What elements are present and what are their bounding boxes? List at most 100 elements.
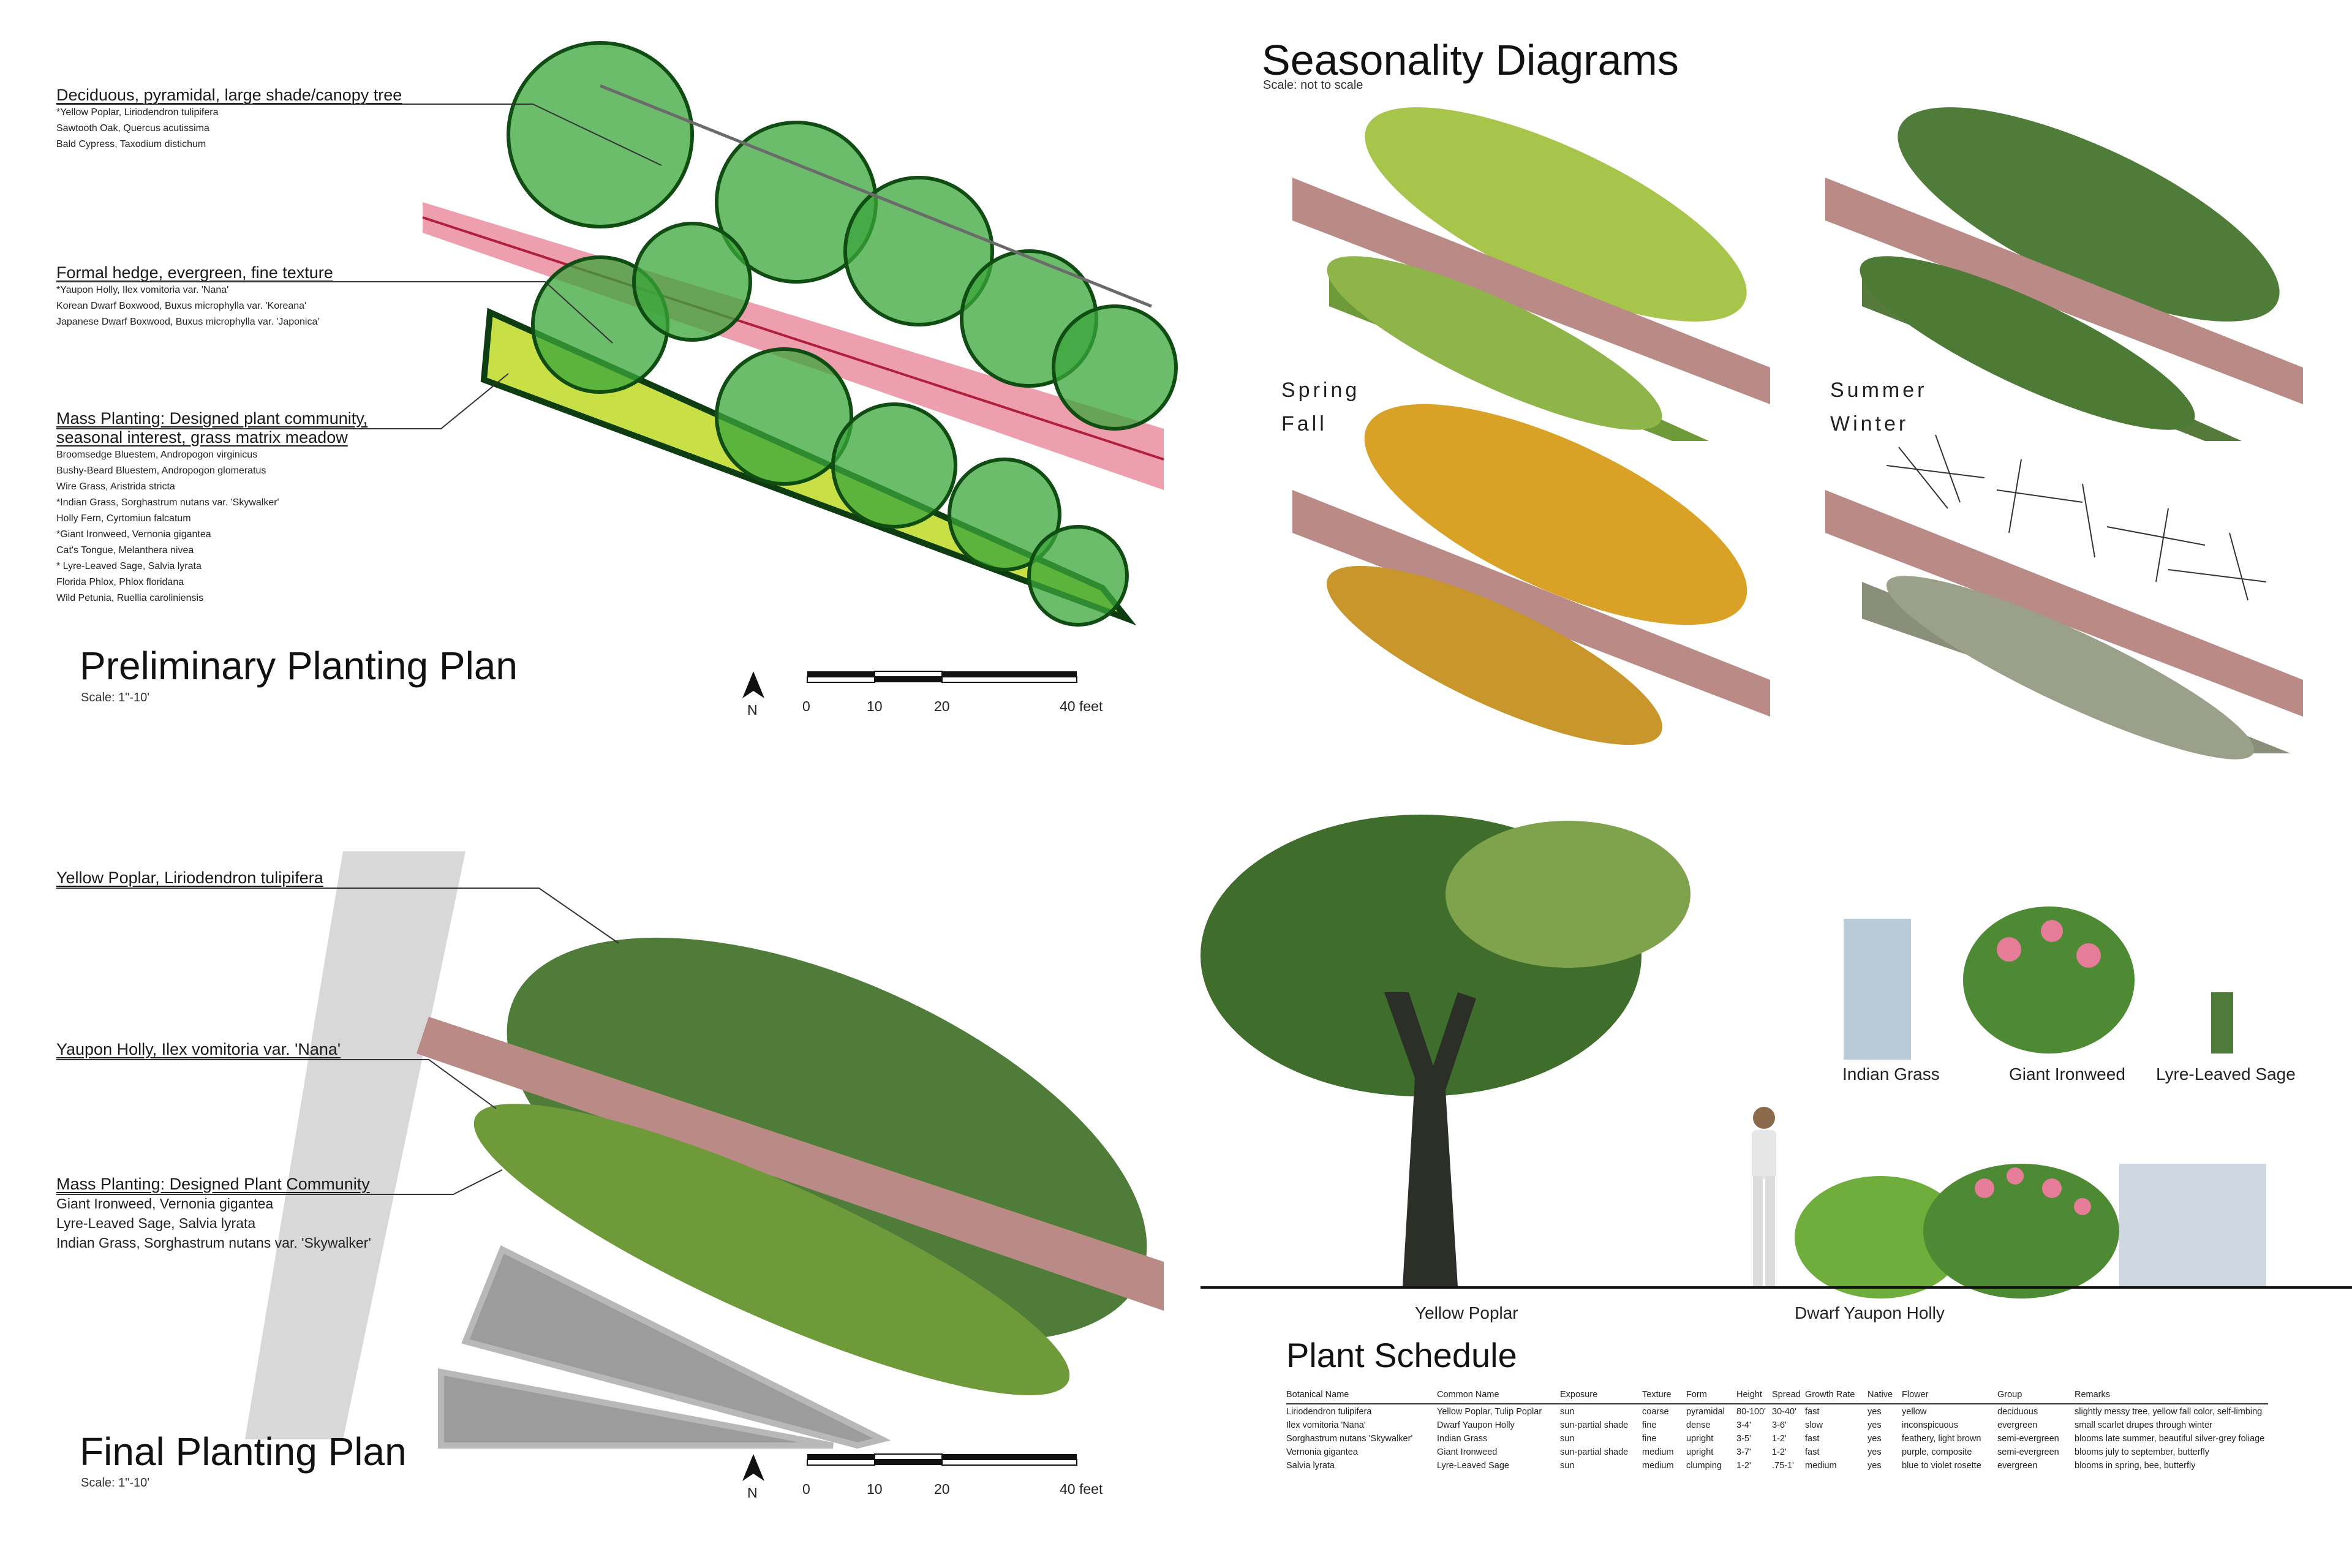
final-buildings [438, 1245, 891, 1449]
plant-schedule-panel: Plant Schedule Botanical Name Common Nam… [1286, 1335, 2340, 1556]
cell: medium [1642, 1447, 1674, 1457]
north-label: N [747, 702, 758, 718]
cell: 3-6' [1772, 1420, 1787, 1430]
prelim-label-mass-item: Wire Grass, Aristrida stricta [56, 481, 175, 492]
season-label-fall: Fall [1281, 412, 1327, 435]
cell: fast [1805, 1407, 1820, 1417]
cell: sun-partial shade [1560, 1420, 1629, 1430]
prelim-label-mass-item: Cat's Tongue, Melanthera nivea [56, 545, 194, 556]
cell: yes [1868, 1461, 1882, 1471]
cell: 80-100' [1736, 1407, 1766, 1417]
cell: medium [1805, 1461, 1837, 1471]
final-label-yaupon: Yaupon Holly, Ilex vomitoria var. 'Nana' [56, 1040, 341, 1058]
prelim-label-mass-item: *Giant Ironweed, Vernonia gigantea [56, 529, 211, 540]
north-label: N [747, 1485, 758, 1501]
prelim-label-mass-heading: Mass Planting: Designed plant community, [56, 409, 368, 428]
cell: medium [1642, 1461, 1674, 1471]
cell: Giant Ironweed [1437, 1447, 1498, 1457]
cell: purple, composite [1902, 1447, 1972, 1457]
col-flower: Flower [1902, 1389, 1997, 1404]
cell: coarse [1642, 1407, 1669, 1417]
final-label-mass-item: Indian Grass, Sorghastrum nutans var. 'S… [56, 1235, 371, 1251]
cell: yes [1868, 1420, 1882, 1430]
prelim-leader-lines [56, 104, 662, 429]
prelim-label-mass-item: Wild Petunia, Ruellia caroliniensis [56, 593, 204, 603]
prelim-label-hedge-item: *Yaupon Holly, Ilex vomitoria var. 'Nana… [56, 285, 229, 295]
prelim-scale: Scale: 1"-10' [81, 691, 150, 704]
final-leader-lines [56, 888, 619, 1195]
col-growth-rate: Growth Rate [1805, 1389, 1868, 1404]
prelim-panel: Deciduous, pyramidal, large shade/canopy… [0, 0, 1178, 760]
cell: dense [1686, 1420, 1711, 1430]
yaupon-holly-shrub [1795, 1176, 1966, 1298]
cell: upright [1686, 1447, 1714, 1457]
col-remarks: Remarks [2075, 1389, 2269, 1404]
season-diagram-fall [1292, 404, 1770, 745]
scale-tick-40: 40 feet [1060, 1481, 1103, 1497]
seasonality-scale: Scale: not to scale [1263, 78, 1363, 92]
final-label-mass-item: Giant Ironweed, Vernonia gigantea [56, 1196, 274, 1212]
plant-schedule-table: Botanical Name Common Name Exposure Text… [1286, 1389, 2269, 1472]
cell: 3-5' [1736, 1434, 1751, 1444]
cell: sun [1560, 1434, 1575, 1444]
scale-tick-0: 0 [802, 1481, 810, 1497]
cell: fine [1642, 1434, 1657, 1444]
cell: Salvia lyrata [1286, 1461, 1335, 1471]
cell: yes [1868, 1434, 1882, 1444]
plant-label-giant-ironweed: Giant Ironweed [2009, 1065, 2125, 1084]
ironweed-mass [1923, 1164, 2119, 1298]
scale-tick-10: 10 [867, 698, 883, 714]
final-title: Final Planting Plan [80, 1430, 407, 1474]
cell: clumping [1686, 1461, 1722, 1471]
cell: Vernonia gigantea [1286, 1447, 1358, 1457]
cell: 1-2' [1772, 1434, 1787, 1444]
plant-label-dwarf-yaupon-holly: Dwarf Yaupon Holly [1795, 1303, 1945, 1322]
cell: fine [1642, 1420, 1657, 1430]
season-diagram-spring [1292, 107, 1770, 441]
prelim-label-mass-heading-2: seasonal interest, grass matrix meadow [56, 428, 348, 447]
scale-tick-0: 0 [802, 698, 810, 714]
scale-bar-graphic [807, 1453, 1077, 1466]
cell: feathery, light brown [1902, 1434, 1981, 1444]
plant-label-lyre-leaved-sage: Lyre-Leaved Sage [2156, 1065, 2296, 1084]
final-label-mass-heading: Mass Planting: Designed Plant Community [56, 1175, 370, 1193]
prelim-label-mass-item: Florida Phlox, Phlox floridana [56, 577, 184, 587]
col-common-name: Common Name [1437, 1389, 1560, 1404]
col-spread: Spread [1772, 1389, 1805, 1404]
cell: fast [1805, 1434, 1820, 1444]
cell: yes [1868, 1407, 1882, 1417]
cell: yellow [1902, 1407, 1927, 1417]
cell: blooms july to september, butterfly [2075, 1447, 2210, 1457]
yellow-poplar-illustration [1200, 815, 1691, 1286]
table-row: Sorghastrum nutans 'Skywalker' Indian Gra… [1286, 1431, 2268, 1445]
elevation-panel: Indian Grass Giant Ironweed Lyre-Leaved … [1200, 809, 2352, 1323]
final-scalebar: N 0 10 20 40 feet [741, 1453, 1133, 1515]
final-mass-planting [473, 1104, 1070, 1395]
scale-tick-20: 20 [934, 1481, 950, 1497]
cell: 30-40' [1772, 1407, 1796, 1417]
cell: .75-1' [1772, 1461, 1794, 1471]
cell: Indian Grass [1437, 1434, 1488, 1444]
season-label-summer: Summer [1830, 379, 1928, 402]
season-label-spring: Spring [1281, 379, 1360, 402]
north-arrow-icon [742, 671, 764, 698]
seasonality-title: Seasonality Diagrams [1262, 36, 1679, 84]
north-arrow-icon [742, 1454, 764, 1481]
cell: small scarlet drupes through winter [2075, 1420, 2212, 1430]
prelim-label-canopy-item: Bald Cypress, Taxodium distichum [56, 139, 206, 149]
cell: blooms in spring, bee, butterfly [2075, 1461, 2196, 1471]
table-row: Liriodendron tulipifera Yellow Poplar, Tu… [1286, 1404, 2268, 1418]
prelim-title: Preliminary Planting Plan [80, 644, 518, 688]
cell: evergreen [1997, 1461, 2038, 1471]
cell: deciduous [1997, 1407, 2038, 1417]
scale-bar-graphic [807, 671, 1077, 683]
final-label-mass-item: Lyre-Leaved Sage, Salvia lyrata [56, 1215, 256, 1231]
plant-label-yellow-poplar: Yellow Poplar [1415, 1303, 1518, 1322]
col-native: Native [1868, 1389, 1902, 1404]
cell: 1-2' [1772, 1447, 1787, 1457]
cell: Yellow Poplar, Tulip Poplar [1437, 1407, 1542, 1417]
cell: Sorghastrum nutans 'Skywalker' [1286, 1434, 1413, 1444]
cell: Liriodendron tulipifera [1286, 1407, 1372, 1417]
prelim-label-canopy-item: Sawtooth Oak, Quercus acutissima [56, 123, 209, 134]
